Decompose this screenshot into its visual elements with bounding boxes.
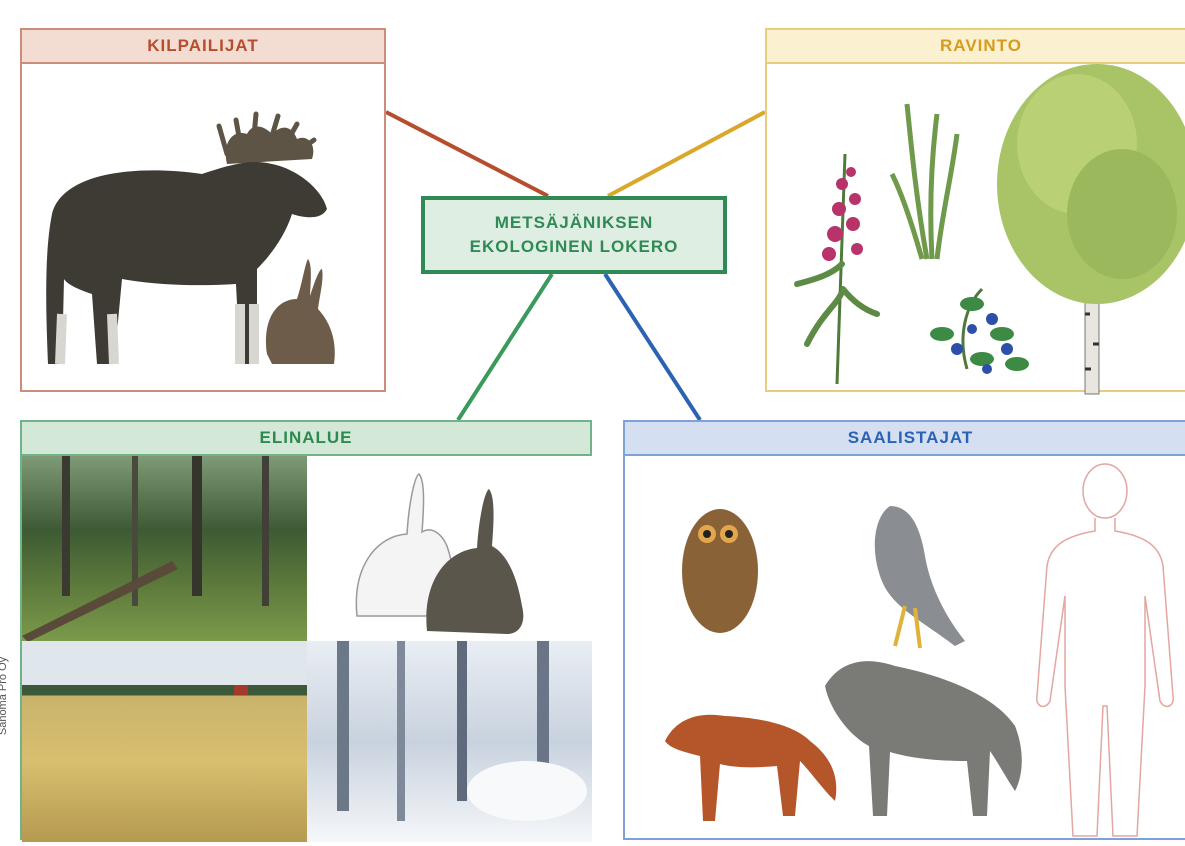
goshawk-illustration bbox=[875, 506, 965, 648]
panel-title-food: RAVINTO bbox=[767, 30, 1185, 64]
forest-photo bbox=[22, 456, 307, 641]
panel-title-predators: SAALISTAJAT bbox=[625, 422, 1185, 456]
wolf-illustration bbox=[825, 661, 1022, 816]
snowy-forest-photo bbox=[307, 641, 592, 842]
panel-title-habitat: ELINALUE bbox=[22, 422, 590, 456]
fox-illustration bbox=[665, 715, 836, 821]
human-outline-illustration bbox=[1037, 464, 1174, 836]
hare-seasons-illustration bbox=[307, 456, 592, 641]
panel-habitat: ELINALUE bbox=[20, 420, 592, 840]
panel-competitors: KILPAILIJAT bbox=[20, 28, 386, 392]
field-photo bbox=[22, 641, 307, 842]
panel-predators: SAALISTAJAT bbox=[623, 420, 1185, 840]
connector-competitors bbox=[386, 112, 548, 196]
panel-title-competitors: KILPAILIJAT bbox=[22, 30, 384, 64]
credit-text: Sanoma Pro Oy bbox=[0, 657, 9, 735]
center-title-line1: METSÄJÄNIKSEN bbox=[495, 211, 653, 235]
center-title-line2: EKOLOGINEN LOKERO bbox=[470, 235, 679, 259]
predators-illustration bbox=[625, 456, 1185, 846]
connector-food bbox=[608, 112, 765, 196]
connector-habitat bbox=[458, 274, 552, 420]
moose-illustration bbox=[22, 64, 382, 384]
food-plants-illustration bbox=[767, 64, 1185, 394]
connector-predators bbox=[605, 274, 700, 420]
center-title-box: METSÄJÄNIKSEN EKOLOGINEN LOKERO bbox=[421, 196, 727, 274]
panel-food: RAVINTO bbox=[765, 28, 1185, 392]
owl-illustration bbox=[682, 509, 758, 633]
